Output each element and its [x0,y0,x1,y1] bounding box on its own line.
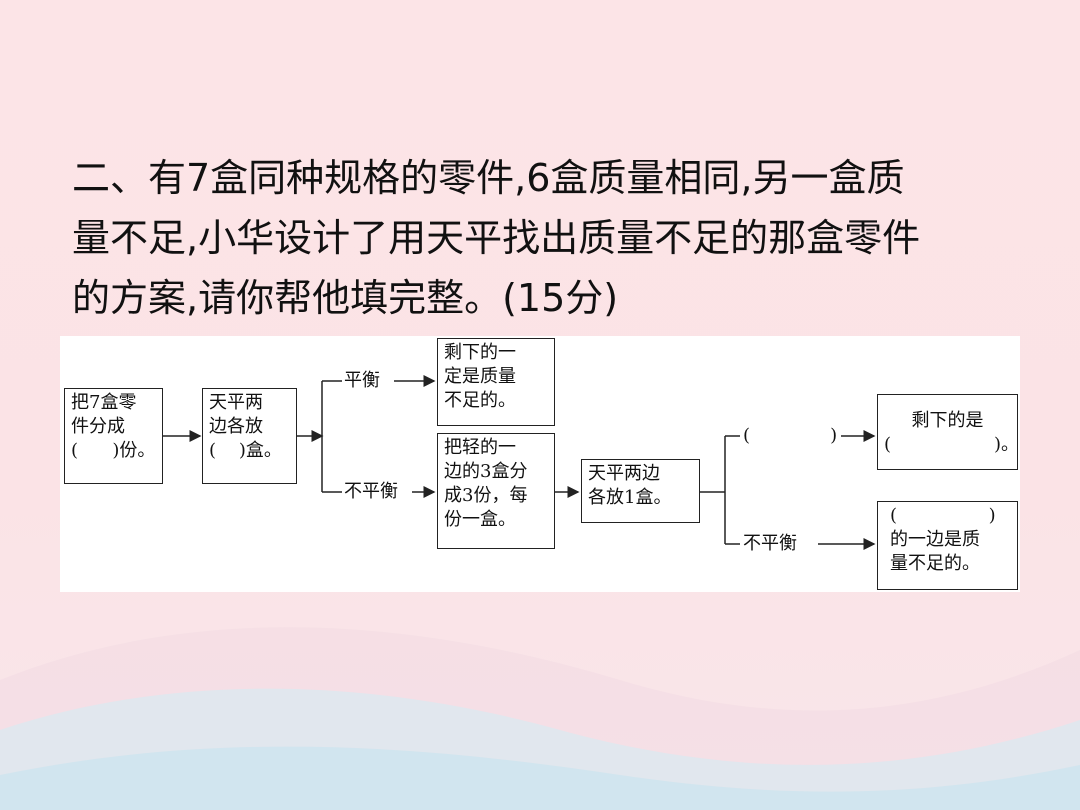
question-text: 二、有7盒同种规格的零件,6盒质量相同,另一盒质 量不足,小华设计了用天平找出质… [72,148,1032,328]
box-remaining-line-2: 定是质量 [444,366,516,387]
box-weigh-line-1: 天平两 [209,392,263,413]
flowchart: 把7盒零 件分成 ( )份。 天平两 边各放 ( )盒。 平衡 不平衡 剩下的一… [60,336,1020,592]
box-weigh-one-line-2: 各放1盒。 [588,487,672,508]
box-result-remaining: 剩下的是 ( )。 [877,394,1020,470]
label-branch2-unbalanced: 不平衡 [743,533,797,554]
box-result-lighter-side: ( ) 的一边是质 量不足的。 [877,501,1018,590]
box-split-line-1: 把7盒零 [71,392,137,413]
box-weigh-blank[interactable]: ( )盒。 [209,440,282,461]
box-remaining-line-1: 剩下的一 [444,342,516,363]
box-result-bottom-blank[interactable]: ( ) [890,505,996,526]
box-split-blank[interactable]: ( )份。 [71,440,156,461]
box-split-seven: 把7盒零 件分成 ( )份。 [64,388,163,484]
box-split-light-line-3: 成3份，每 [444,485,528,506]
box-remaining-line-3: 不足的。 [444,390,516,411]
box-result-top-blank[interactable]: ( )。 [884,434,1020,455]
box-split-light-side: 把轻的一 边的3盒分 成3份，每 份一盒。 [437,433,555,549]
background-wave [0,627,1080,810]
label-unbalanced: 不平衡 [344,481,398,502]
box-split-light-line-4: 份一盒。 [444,509,516,530]
box-split-line-2: 件分成 [71,416,125,437]
question-line-3: 的方案,请你帮他填完整。(15分) [72,276,619,320]
box-remaining-light: 剩下的一 定是质量 不足的。 [437,338,555,426]
box-weigh-one-each: 天平两边 各放1盒。 [581,459,700,523]
box-split-light-line-2: 边的3盒分 [444,461,528,482]
box-weigh-line-2: 边各放 [209,416,263,437]
question-line-2: 量不足,小华设计了用天平找出质量不足的那盒零件 [72,216,921,260]
box-result-bottom-line-2: 的一边是质 [890,529,980,550]
label-balanced: 平衡 [344,370,380,391]
question-line-1: 二、有7盒同种规格的零件,6盒质量相同,另一盒质 [72,156,905,200]
box-result-top-line-1: 剩下的是 [911,410,984,431]
box-weigh-one-line-1: 天平两边 [588,463,660,484]
box-result-bottom-line-3: 量不足的。 [890,553,980,574]
label-branch2-blank[interactable]: ( ) [743,425,838,446]
box-weigh-each-side: 天平两 边各放 ( )盒。 [202,388,297,484]
flowchart-connectors [163,375,876,550]
box-split-light-line-1: 把轻的一 [444,437,516,458]
